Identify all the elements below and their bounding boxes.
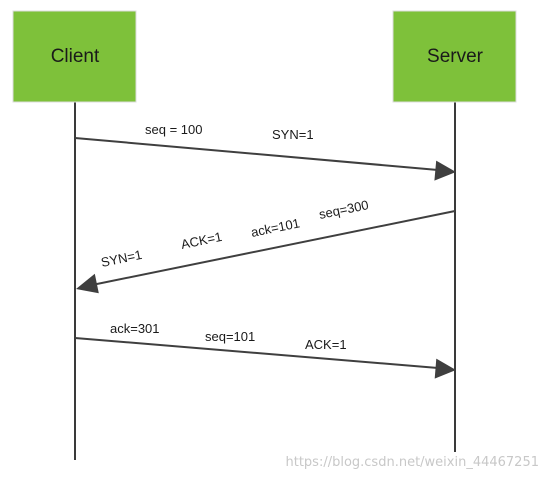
arrowhead-icon — [434, 358, 456, 379]
arrowhead-icon — [76, 273, 99, 294]
client-actor: Client — [12, 10, 137, 103]
message-syn-ack-label-ack-flag: ACK=1 — [180, 229, 224, 252]
message-syn-line — [74, 137, 439, 171]
message-ack-label-ack-flag: ACK=1 — [305, 337, 347, 352]
message-ack-line — [74, 337, 439, 369]
message-syn-ack-label-seq: seq=300 — [318, 197, 370, 222]
client-label: Client — [51, 46, 100, 67]
server-actor: Server — [392, 10, 517, 103]
message-ack: ack=301 seq=101 ACK=1 — [74, 321, 456, 379]
message-syn-label-syn: SYN=1 — [272, 127, 314, 142]
message-syn-label-seq: seq = 100 — [145, 122, 202, 137]
message-syn-ack: SYN=1 ACK=1 ack=101 seq=300 — [76, 197, 456, 294]
message-syn: seq = 100 SYN=1 — [74, 122, 456, 181]
message-syn-ack-label-ack-num: ack=101 — [250, 215, 302, 240]
message-ack-label-ack-num: ack=301 — [110, 321, 160, 336]
server-box — [392, 10, 517, 103]
message-ack-label-seq: seq=101 — [205, 329, 255, 344]
watermark: https://blog.csdn.net/weixin_44467251 — [285, 455, 539, 470]
message-syn-ack-label-syn: SYN=1 — [100, 247, 144, 270]
client-box — [12, 10, 137, 103]
message-syn-ack-line — [91, 210, 456, 286]
server-label: Server — [427, 46, 484, 67]
arrowhead-icon — [434, 160, 456, 181]
